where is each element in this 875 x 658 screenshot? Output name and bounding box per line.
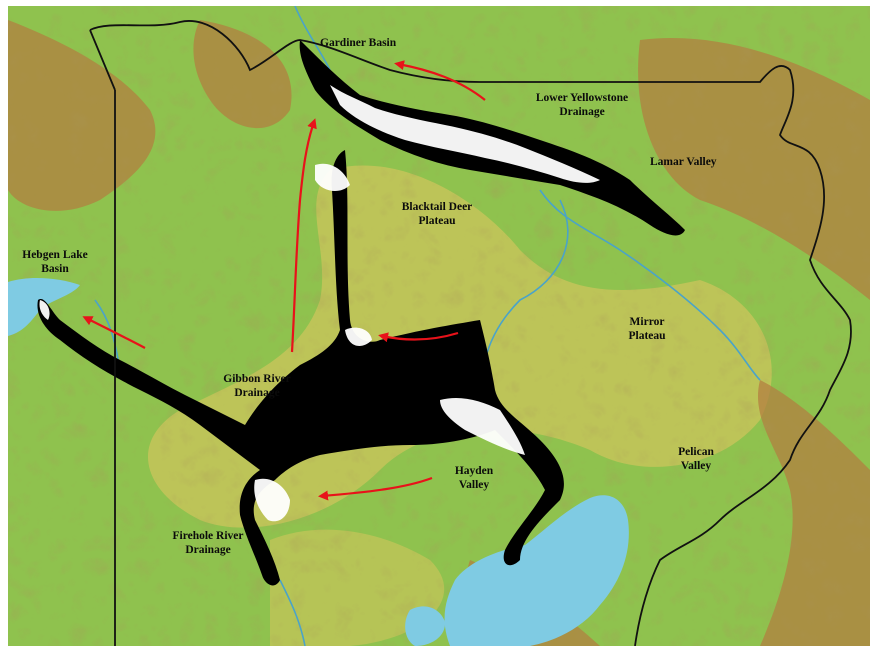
gardiner-basin-label: Gardiner Basin <box>320 37 397 49</box>
firehole-river-line-2: Drainage <box>185 544 230 556</box>
arrow-to-junction <box>378 331 459 343</box>
elk-winter-range <box>37 40 685 586</box>
lower-yellowstone-line-2: Drainage <box>559 106 604 118</box>
gardiner-basin-line-1: Gardiner Basin <box>320 37 397 49</box>
mirror-plateau-line-1: Mirror <box>630 316 665 328</box>
hebgen-lake-line-2: Basin <box>41 263 69 275</box>
hebgen-lake-water <box>8 278 80 336</box>
migration-arrows <box>82 60 486 501</box>
park-boundary <box>89 20 852 646</box>
lamar-valley-line-1: Lamar Valley <box>650 156 717 168</box>
lamar-valley-label: Lamar Valley <box>650 156 717 168</box>
lower-yellowstone-line-1: Lower Yellowstone <box>536 92 628 104</box>
arrow-to-firehole <box>318 476 433 501</box>
arrow-to-gardiner <box>394 60 486 101</box>
blacktail-deer-line-2: Plateau <box>418 215 456 227</box>
lewis-lake-water <box>405 606 446 646</box>
hebgen-lake-line-1: Hebgen Lake <box>22 249 88 261</box>
arrow-to-hebgen <box>82 316 146 349</box>
terrain-relief <box>8 6 870 646</box>
pelican-valley-line-2: Valley <box>681 460 711 472</box>
hayden-valley-line-2: Valley <box>459 479 489 491</box>
arrow-gibbon-north <box>290 118 317 353</box>
firehole-river-line-1: Firehole River <box>173 530 244 542</box>
mirror-plateau-line-2: Plateau <box>628 330 666 342</box>
gibbon-river-line-2: Drainage <box>234 387 279 399</box>
blacktail-deer-line-1: Blacktail Deer <box>402 201 473 213</box>
pelican-valley-line-1: Pelican <box>678 446 714 458</box>
hayden-valley-line-1: Hayden <box>455 465 494 477</box>
yellowstone-lake-water <box>444 495 629 646</box>
gibbon-river-line-1: Gibbon River <box>223 373 290 385</box>
